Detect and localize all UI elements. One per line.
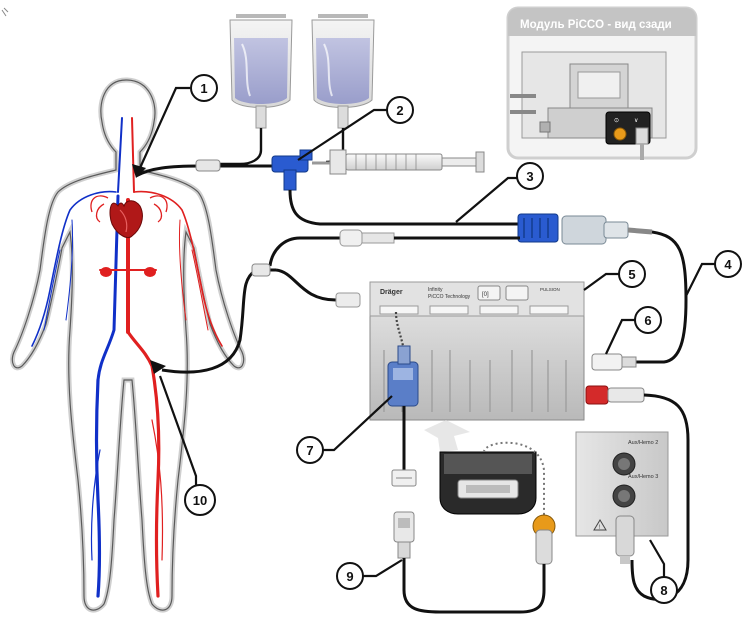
human-body [9,77,247,613]
aux-hemo-3-label: Aux/Hemo 3 [628,474,658,480]
arterial-temp-line [268,236,346,267]
svg-text:2: 2 [396,103,403,118]
svg-text:6: 6 [644,313,651,328]
callout-8: 8 [650,576,678,604]
callout-4: 4 [714,250,742,278]
module-line2: PiCCO Technology [428,294,471,300]
svg-text:5: 5 [628,267,635,282]
callout-2: 2 [386,96,414,124]
cable-9 [402,558,546,614]
callout-3: 3 [516,162,544,190]
module-bottom-plug [391,469,417,487]
callout-leaders [138,86,716,578]
white-plug [591,353,637,371]
callout-1: 1 [190,74,218,102]
warning-icon: ! [593,519,607,531]
heart-icon [109,200,143,238]
svg-text:7: 7 [306,443,313,458]
grey-cable-connector [561,215,653,245]
picco-module: Dräger Infinity PiCCO Technology [0] PUL… [369,281,585,421]
svg-text:⊙: ⊙ [614,118,619,124]
svg-text:8: 8 [660,583,667,598]
arterial-line-connector [251,263,271,277]
callout-9: 9 [336,562,364,590]
picco-rear-view-inset: Модуль PiCCO - вид сзади ⊙ ∨ [506,6,698,160]
pressure-cable [636,230,688,364]
cursor-mark [1,7,9,17]
arterial-pressure-line [275,268,356,302]
panel-cable-plug [615,515,635,564]
svg-text:3: 3 [526,169,533,184]
transducer-plug [335,292,361,308]
module-zero-button-label: [0] [482,292,489,298]
callout-arrowheads [132,164,166,374]
rack-dotted-link [483,441,545,516]
callout-7: 7 [296,436,324,464]
mount-arrow [424,420,470,452]
network-plug [393,511,415,559]
blue-cable-connector [517,213,559,243]
pressure-cartridge [387,345,419,407]
svg-text:4: 4 [724,257,732,272]
module-brand: Dräger [380,289,403,296]
svg-text:∨: ∨ [634,118,638,124]
venous-system [31,117,123,598]
injectate-temp-cable [288,189,520,226]
callout-10: 10 [184,484,216,516]
red-plug [585,385,645,405]
svg-text:9: 9 [346,569,353,584]
aux-hemo-2-label: Aux/Hemo 2 [628,440,658,446]
docking-rack [439,451,537,515]
module-mid-button[interactable] [505,285,529,301]
callout-6: 6 [634,306,662,334]
svg-text:!: ! [599,525,601,531]
venous-line-connector [195,159,221,172]
inset-title: Модуль PiCCO - вид сзади [520,19,672,31]
module-slots [379,305,569,315]
module-tag: PULSION [540,287,560,292]
svg-text:10: 10 [193,493,207,508]
injectate-syringe [312,149,485,175]
iv-bag-right [311,14,375,129]
svg-text:1: 1 [200,81,207,96]
orange-connector [532,514,556,590]
kidney-vessels [100,267,156,277]
lung-vessels [90,195,168,223]
module-line1: Infinity [428,287,443,293]
iv-bag-left [229,14,293,129]
arterial-system [99,117,223,598]
module-zero-button[interactable] [477,285,501,301]
callout-5: 5 [618,260,646,288]
arterial-catheter-line [161,268,276,374]
catheter-hub [339,229,520,247]
